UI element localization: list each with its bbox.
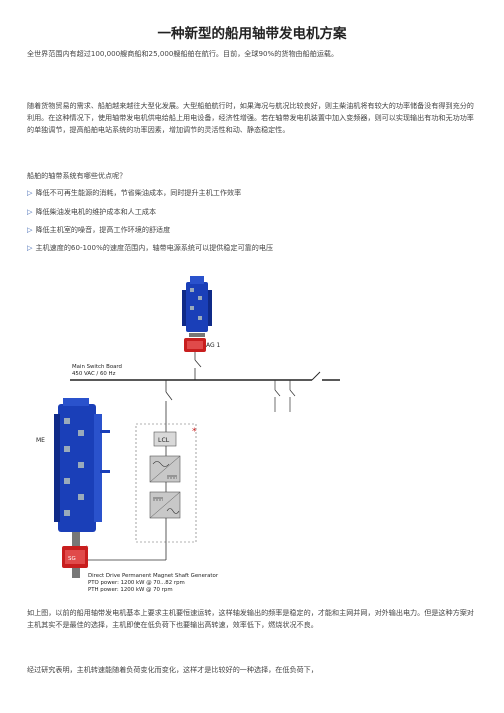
triangle-icon: ▷ (27, 243, 33, 252)
triangle-icon: ▷ (27, 207, 33, 216)
switchboard-label: Main Switch Board (72, 364, 122, 370)
switchboard-spec: 450 VAC / 60 Hz (72, 371, 116, 377)
bullet-item-3: ▷降低主机室的噪音，提高工作环境的舒适度 (27, 225, 171, 234)
converter-breaker (165, 391, 173, 401)
aux-generator-engine-icon (182, 276, 212, 337)
page-title: 一种新型的船用轴带发电机方案 (157, 26, 347, 42)
aux-generator-icon (184, 338, 206, 352)
star-mark: * (84, 545, 89, 555)
bullet-item-2: ▷降低柴油发电机的维护成本和人工成本 (27, 207, 157, 216)
star-mark: * (192, 427, 197, 437)
lcl-label: LCL (158, 437, 170, 444)
bullet-item-1: ▷降低不可再生能源的消耗，节省柴油成本，同时提升主机工作效率 (27, 188, 242, 197)
shaft-generator-icon: SG (62, 546, 88, 568)
ag-label: AG 1 (206, 342, 221, 349)
bullet-item-4: ▷主机速度的60-100%的速度范围内，轴带电源系统可以提供稳定可靠的电压 (27, 243, 274, 252)
intro-paragraph: 全世界范围内有超过100,000艘商船和25,000艘船舶在航行。目前，全球90… (27, 49, 339, 58)
generator-title: Direct Drive Permanent Magnet Shaft Gene… (88, 573, 219, 579)
propeller-shaft (72, 568, 80, 578)
sg-label: SG (68, 556, 76, 562)
ag-breaker (194, 359, 202, 368)
ac-wave-icon (166, 508, 180, 514)
question-paragraph: 船舶的轴带系统有哪些优点呢？ (27, 171, 127, 180)
lcl-box (153, 431, 177, 447)
after-diagram-paragraph: 如上图，以前的船用轴带发电机基本上要求主机要恒速运转，这样轴发输出的频率是稳定的… (27, 608, 474, 629)
triangle-icon: ▷ (27, 225, 33, 234)
shaft (72, 532, 80, 546)
ac-wave-icon (152, 461, 170, 467)
trade-paragraph: 随着货物贸易的需求、船舶越来越往大型化发展。大型船舶航行时，如果海况与航况比较良… (27, 101, 474, 134)
research-paragraph: 经过研究表明，主机转速能随着负荷变化而变化，这样才是比较好的一种选择，在低负荷下… (27, 665, 318, 674)
pth-power: PTH power: 1200 kW @ 70 rpm (88, 587, 173, 593)
main-engine-icon (54, 398, 110, 532)
bus-tie-breaker (311, 371, 321, 381)
triangle-icon: ▷ (27, 188, 33, 197)
pto-power: PTO power: 1200 kW @ 70...82 rpm (88, 580, 185, 586)
me-label: ME (36, 437, 45, 444)
